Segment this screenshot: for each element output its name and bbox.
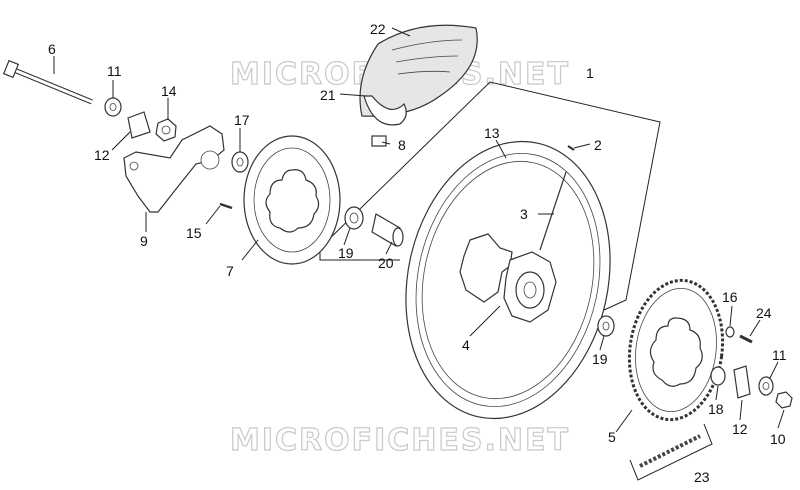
label-17: 17 [234,112,250,128]
label-11-right: 11 [772,347,787,363]
label-12-right: 12 [732,421,748,437]
nipple-2 [567,145,575,151]
valve-8 [371,135,387,147]
label-3: 3 [520,206,528,222]
label-9: 9 [140,233,148,249]
bolt-24 [739,334,753,344]
label-8: 8 [398,137,406,153]
label-4: 4 [462,337,470,353]
label-19-left: 19 [338,245,354,261]
sprocket-5 [627,278,725,422]
tire-22 [359,24,478,117]
brake-disc-7 [243,135,341,265]
label-18: 18 [708,401,724,417]
inner-tube-21 [363,95,407,126]
chain-23 [629,423,713,481]
label-5: 5 [608,429,616,445]
washer-16 [725,326,735,338]
spacer-18 [710,366,726,386]
label-10: 10 [770,431,786,447]
label-19-right: 19 [592,351,608,367]
spacer-12-left [127,111,151,139]
spacer-12-right [733,365,751,399]
label-20: 20 [378,255,394,271]
hub-4 [459,233,557,323]
label-22: 22 [370,21,386,37]
label-15: 15 [186,225,202,241]
label-1: 1 [586,65,594,81]
nut-10 [775,391,793,409]
spoke-3 [539,171,567,251]
label-11-left: 11 [107,63,122,79]
screw-15 [219,202,233,210]
label-21: 21 [320,87,336,103]
label-16: 16 [722,289,738,305]
label-24: 24 [756,305,772,321]
axle-6 [2,59,93,105]
label-14: 14 [161,83,177,99]
leader-lines [53,27,785,433]
label-13: 13 [484,125,500,141]
label-23: 23 [694,469,710,485]
label-2: 2 [594,137,602,153]
label-7: 7 [226,263,234,279]
watermark-bottom: MICROFICHES.NET [230,423,570,458]
label-6: 6 [48,41,56,57]
label-12-left: 12 [94,147,110,163]
